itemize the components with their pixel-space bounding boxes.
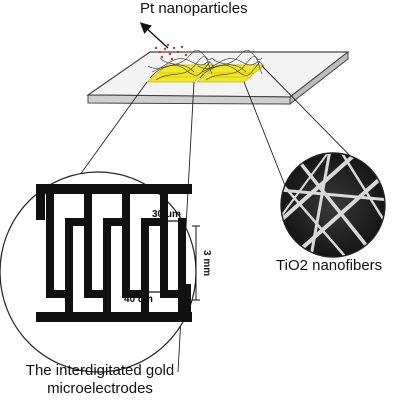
- dimension-30um-label: 30 um: [152, 209, 181, 220]
- gold-microelectrodes-label: The interdigitated gold microelectrodes: [6, 362, 194, 398]
- nanofiber-deposit-left: [147, 49, 215, 81]
- nanofiber-deposit-right: [197, 49, 265, 81]
- pt-pointer-arrow: [139, 22, 169, 49]
- dimension-40um-label: 40 um: [124, 294, 153, 305]
- interdigitated-electrode-pattern: [36, 184, 192, 322]
- gold-label-line1: The interdigitated gold: [25, 362, 175, 379]
- dimension-40um: 40 um: [124, 291, 160, 305]
- pt-nanoparticle-dots: [154, 43, 188, 61]
- dimension-3mm-label: 3 mm: [201, 250, 212, 276]
- tio2-prefix: TiO: [276, 257, 300, 274]
- dimension-3mm: 3 mm: [192, 225, 212, 301]
- tio2-subscript: 2: [299, 257, 308, 274]
- pt-nanoparticles-label: Pt nanoparticles: [140, 0, 248, 17]
- tio2-suffix: nanofibers: [307, 257, 383, 274]
- gold-label-line2: microelectrodes: [47, 380, 153, 397]
- sem-image-circle: [280, 152, 386, 258]
- dimension-30um: 30 um: [152, 209, 181, 222]
- tio2-nanofibers-label: TiO2 nanofibers: [276, 257, 382, 274]
